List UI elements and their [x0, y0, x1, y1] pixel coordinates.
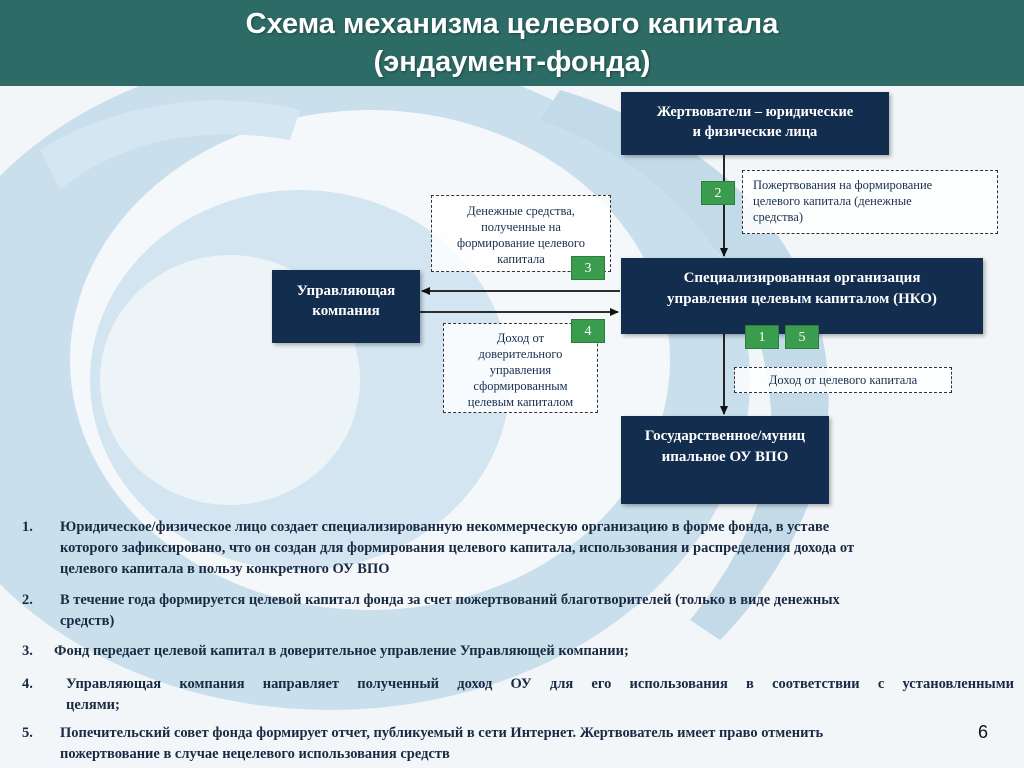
note-number: 4. — [22, 676, 33, 692]
funds-received-line-3: формирование целевого — [456, 236, 585, 250]
management-company-line-1: Управляющая — [296, 283, 396, 299]
step-badge-5: 5 — [785, 325, 819, 349]
note-line: Управляющая компания направляет полученн… — [66, 676, 1014, 692]
note-line: средств) — [60, 613, 115, 629]
note-item-2: 2. В течение года формируется целевой ка… — [22, 590, 1012, 632]
step-badge-3: 3 — [571, 256, 605, 280]
note-line: пожертвование в случае нецелевого исполь… — [60, 746, 450, 762]
funds-received-line-4: капитала — [497, 252, 545, 266]
donations-label-line-3: средства) — [753, 210, 803, 224]
note-item-5: 5. Попечительский совет фонда формирует … — [22, 723, 1012, 765]
step-badge-2: 2 — [701, 181, 735, 205]
page-subtitle: (эндаумент-фонда) — [373, 46, 651, 78]
capital-income-label: Доход от целевого капитала — [734, 367, 952, 393]
university-box-line-1: Государственное/муниц — [644, 428, 806, 444]
management-company-line-2: компания — [312, 303, 380, 319]
trust-income-line-4: сформированным — [473, 379, 568, 393]
donors-box-line-1: Жертвователи – юридические — [656, 104, 854, 120]
note-line: которого зафиксировано, что он создан дл… — [60, 540, 855, 556]
page-number: 6 — [977, 722, 988, 742]
note-line: Фонд передает целевой капитал в доверите… — [54, 643, 629, 659]
donations-label: Пожертвования на формирование целевого к… — [742, 170, 998, 234]
trust-income-line-1: Доход от — [496, 331, 545, 345]
donations-label-line-2: целевого капитала (денежные — [753, 194, 912, 208]
note-line: целями; — [66, 697, 120, 713]
donors-box: Жертвователи – юридические и физические … — [621, 92, 889, 155]
note-item-4: 4. Управляющая компания направляет получ… — [22, 674, 1014, 716]
trust-income-line-5: целевым капиталом — [467, 395, 574, 409]
step-badge-1: 1 — [745, 325, 779, 349]
title-bar: Схема механизма целевого капитала (эндау… — [0, 0, 1024, 86]
note-line: В течение года формируется целевой капит… — [60, 592, 840, 608]
nko-box: Специализированная организация управлени… — [621, 258, 983, 334]
funds-received-line-1: Денежные средства, — [467, 204, 575, 218]
page-title: Схема механизма целевого капитала — [245, 8, 779, 40]
university-box: Государственное/муниц ипальное ОУ ВПО — [621, 416, 829, 504]
note-number: 3. — [22, 643, 33, 659]
step-badge-4: 4 — [571, 319, 605, 343]
trust-income-label: Доход от доверительного управления сформ… — [443, 323, 598, 413]
nko-box-line-2: управления целевым капиталом (НКО) — [667, 291, 937, 307]
donors-box-line-2: и физические лица — [692, 124, 818, 140]
management-company-box: Управляющая компания — [272, 270, 420, 343]
note-item-3: 3. Фонд передает целевой капитал в довер… — [22, 641, 1012, 662]
note-number: 5. — [22, 725, 33, 741]
trust-income-line-3: управления — [489, 363, 552, 377]
donations-label-line-1: Пожертвования на формирование — [753, 178, 933, 192]
capital-income-line-1: Доход от целевого капитала — [768, 373, 918, 387]
note-number: 2. — [22, 592, 33, 608]
trust-income-line-2: доверительного — [478, 347, 563, 361]
university-box-line-2: ипальное ОУ ВПО — [661, 449, 789, 465]
note-number: 1. — [22, 519, 33, 535]
note-line: Попечительский совет фонда формирует отч… — [60, 725, 824, 741]
note-line: Юридическое/физическое лицо создает спец… — [60, 519, 830, 535]
funds-received-line-2: полученные на — [481, 220, 561, 234]
note-item-1: 1. Юридическое/физическое лицо создает с… — [22, 517, 1012, 580]
note-line: целевого капитала в пользу конкретного О… — [60, 561, 390, 577]
nko-box-line-1: Специализированная организация — [683, 270, 921, 286]
